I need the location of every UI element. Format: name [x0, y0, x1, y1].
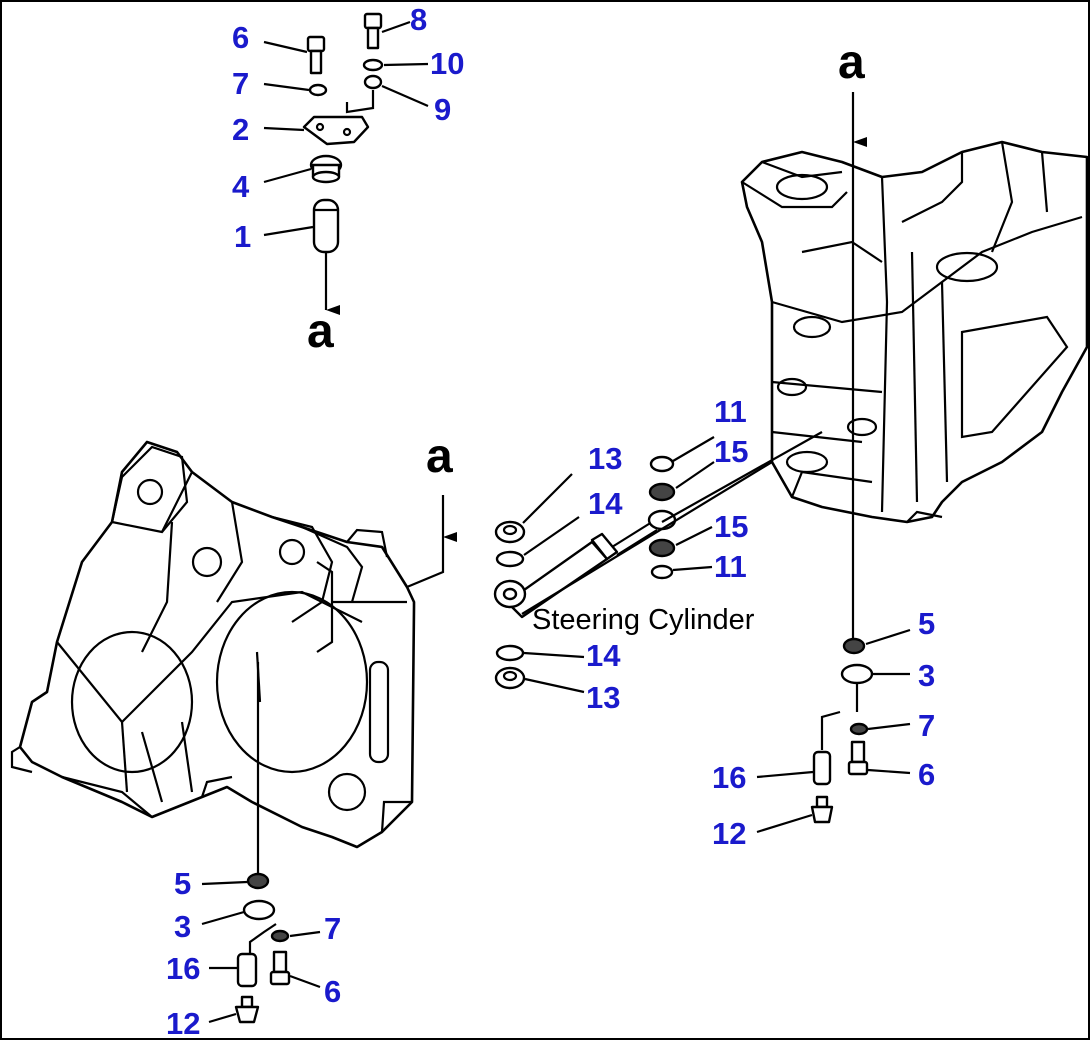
callouts: 6 8 10 7 9 2 4 1 11 13 15 14 15 11 14 13… [166, 2, 935, 1041]
callout: 12 [166, 1006, 200, 1041]
callout: 2 [232, 112, 249, 147]
callout: 13 [586, 680, 620, 715]
callout: 10 [430, 46, 464, 81]
callout: 3 [174, 909, 191, 944]
leader-lines [201, 20, 911, 1024]
callout: 14 [588, 486, 623, 521]
reference-letter-a-right: a [838, 36, 865, 89]
steering-cylinder-label: Steering Cylinder [532, 604, 755, 636]
callout: 6 [918, 757, 935, 792]
front-frame [10, 440, 416, 849]
callout: 5 [174, 866, 191, 901]
steering-cylinder [493, 521, 658, 619]
callout: 8 [410, 2, 427, 37]
callout: 9 [434, 92, 451, 127]
parts-right-lower-cluster [810, 637, 874, 824]
rear-frame [740, 140, 1089, 524]
callout: 15 [714, 509, 748, 544]
callout: 11 [714, 394, 747, 429]
callout: 11 [714, 549, 747, 584]
callout: 16 [166, 951, 200, 986]
callout: 7 [232, 66, 249, 101]
callout: 6 [324, 974, 341, 1009]
parts-left-lower-cluster [234, 872, 291, 1024]
callout: 1 [234, 219, 251, 254]
callout: 6 [232, 20, 249, 55]
parts-top-cluster [302, 12, 384, 254]
callout: 7 [324, 911, 341, 946]
callout: 12 [712, 816, 746, 851]
callout: 3 [918, 658, 935, 693]
callout: 4 [232, 169, 250, 204]
callout: 15 [714, 434, 748, 469]
callout: 14 [586, 638, 621, 673]
callout: 7 [918, 708, 935, 743]
reference-letter-a-top: a [307, 305, 334, 358]
alignment-lines [248, 90, 867, 954]
reference-letter-a-left: a [426, 430, 453, 483]
callout: 13 [588, 441, 622, 476]
callout: 5 [918, 606, 935, 641]
callout: 16 [712, 760, 746, 795]
